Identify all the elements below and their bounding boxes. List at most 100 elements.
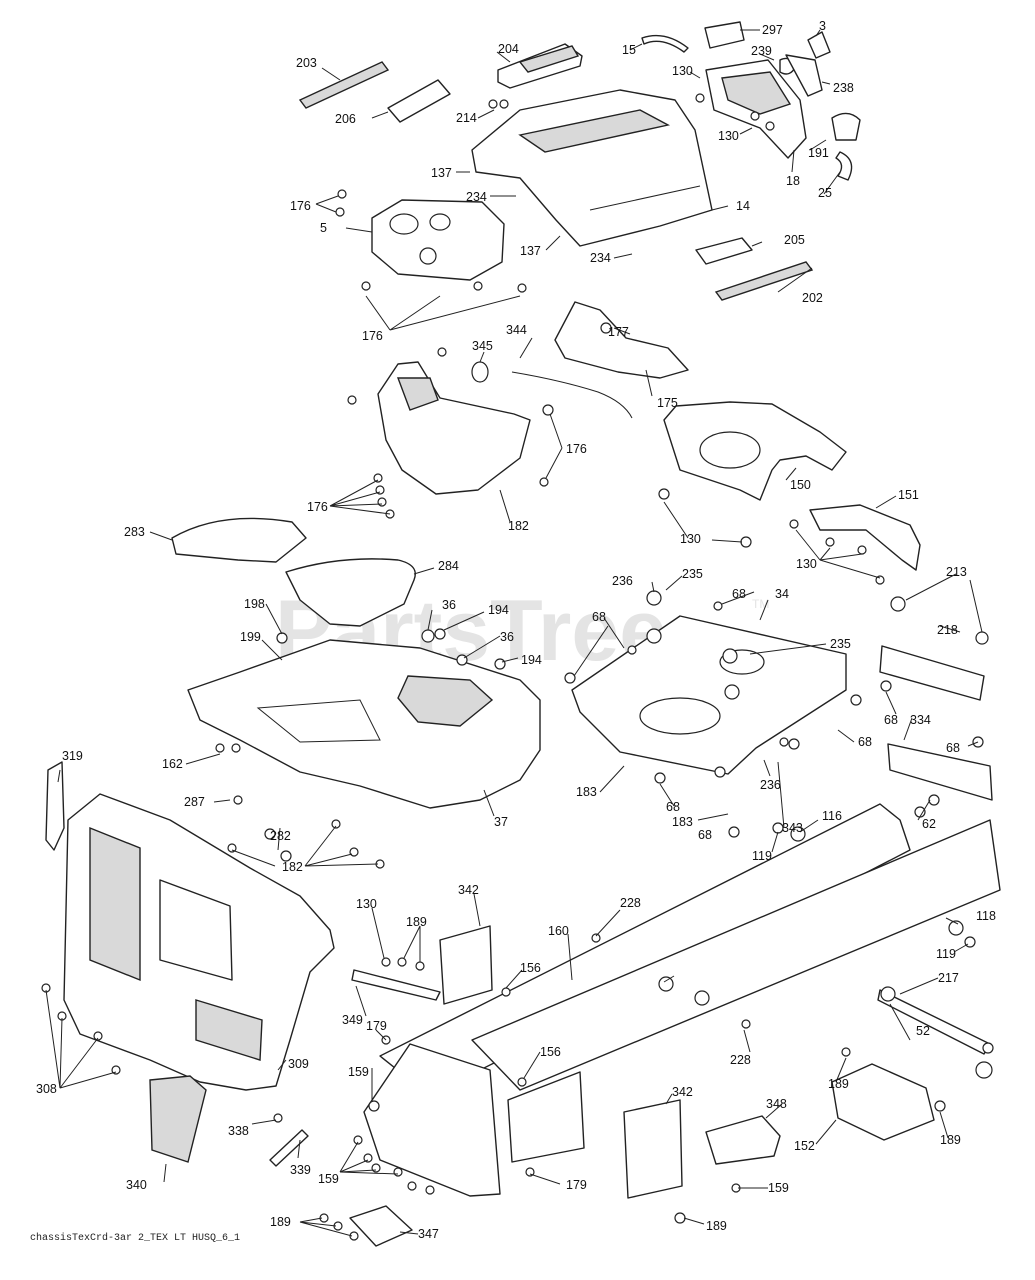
callout-label: 152 xyxy=(794,1139,815,1153)
callout-label: 182 xyxy=(508,519,529,533)
callout-label: 151 xyxy=(898,488,919,502)
callout-label: 176 xyxy=(290,199,311,213)
callout-label: 179 xyxy=(366,1019,387,1033)
callout-label: 156 xyxy=(520,961,541,975)
callout-label: 236 xyxy=(760,778,781,792)
callout-label: 189 xyxy=(270,1215,291,1229)
callout-label: 234 xyxy=(590,251,611,265)
callout-label: 228 xyxy=(730,1053,751,1067)
callout-label: 183 xyxy=(576,785,597,799)
callout-label: 130 xyxy=(680,532,701,546)
callout-label: 228 xyxy=(620,896,641,910)
callout-label: 62 xyxy=(922,817,936,831)
callout-label: 213 xyxy=(946,565,967,579)
callout-label: 348 xyxy=(766,1097,787,1111)
callout-label: 199 xyxy=(240,630,261,644)
callout-label: 297 xyxy=(762,23,783,37)
callout-label: 118 xyxy=(976,909,996,923)
callout-label: 234 xyxy=(466,190,487,204)
callout-label: 204 xyxy=(498,42,519,56)
callout-label: 342 xyxy=(672,1085,693,1099)
callout-label: 14 xyxy=(736,199,750,213)
callout-label: 349 xyxy=(342,1013,363,1027)
callout-label: 159 xyxy=(348,1065,369,1079)
callout-label: 338 xyxy=(228,1124,249,1138)
callout-label: 68 xyxy=(666,800,680,814)
callout-label: 283 xyxy=(124,525,145,539)
callout-label: 37 xyxy=(494,815,508,829)
callout-label: 68 xyxy=(946,741,960,755)
callout-label: 137 xyxy=(431,166,452,180)
callout-label: 191 xyxy=(808,146,829,160)
callout-label: 239 xyxy=(751,44,772,58)
callout-label: 18 xyxy=(786,174,800,188)
callout-label: 116 xyxy=(822,809,842,823)
callout-label: 182 xyxy=(282,860,303,874)
callout-label: 238 xyxy=(833,81,854,95)
callout-label: 284 xyxy=(438,559,459,573)
callout-label: 176 xyxy=(362,329,383,343)
callout-label: 68 xyxy=(592,610,606,624)
callout-label: 235 xyxy=(830,637,851,651)
callout-label: 214 xyxy=(456,111,477,125)
callout-label: 339 xyxy=(290,1163,311,1177)
callout-label: 159 xyxy=(318,1172,339,1186)
callout-label: 344 xyxy=(506,323,527,337)
callout-label: 137 xyxy=(520,244,541,258)
callout-label: 334 xyxy=(910,713,931,727)
callout-label: 25 xyxy=(818,186,832,200)
callout-label: 198 xyxy=(244,597,265,611)
callout-label: 36 xyxy=(442,598,456,612)
callout-label: 217 xyxy=(938,971,959,985)
callout-label: 319 xyxy=(62,749,83,763)
callout-label: 236 xyxy=(612,574,633,588)
callout-label: 119 xyxy=(936,947,956,961)
callout-label: 189 xyxy=(940,1133,961,1147)
callout-label: 189 xyxy=(706,1219,727,1233)
callout-label: 345 xyxy=(472,339,493,353)
callout-label: 130 xyxy=(672,64,693,78)
leader-lines xyxy=(45,29,983,1237)
callout-label: 309 xyxy=(288,1057,309,1071)
callout-label: 68 xyxy=(884,713,898,727)
callout-label: 159 xyxy=(768,1181,789,1195)
callout-label: 162 xyxy=(162,757,183,771)
callout-label: 308 xyxy=(36,1082,57,1096)
callout-label: 176 xyxy=(307,500,328,514)
callout-label: 194 xyxy=(488,603,509,617)
callout-label: 150 xyxy=(790,478,811,492)
callout-label: 183 xyxy=(672,815,693,829)
callout-label: 194 xyxy=(521,653,542,667)
callout-label: 160 xyxy=(548,924,569,938)
callout-label: 156 xyxy=(540,1045,561,1059)
callout-label: 179 xyxy=(566,1178,587,1192)
callout-label: 5 xyxy=(320,221,327,235)
callout-label: 130 xyxy=(718,129,739,143)
footer-code: chassisTexCrd-3ar 2_TEX LT HUSQ_6_1 xyxy=(30,1232,240,1244)
callout-label: 34 xyxy=(775,587,789,601)
callout-label: 177 xyxy=(608,325,629,339)
callout-label: 176 xyxy=(566,442,587,456)
callout-label: 130 xyxy=(356,897,377,911)
callout-label: 235 xyxy=(682,567,703,581)
callout-label: 202 xyxy=(802,291,823,305)
callout-label: 36 xyxy=(500,630,514,644)
callout-label: 189 xyxy=(406,915,427,929)
callout-label: 205 xyxy=(784,233,805,247)
callout-label: 68 xyxy=(858,735,872,749)
callout-label: 287 xyxy=(184,795,205,809)
callout-label: 206 xyxy=(335,112,356,126)
callout-label: 3 xyxy=(819,19,826,33)
callout-labels: 203 204 297 3 15 239 238 130 206 214 130… xyxy=(36,19,996,1241)
callout-label: 175 xyxy=(657,396,678,410)
callout-label: 15 xyxy=(622,43,636,57)
callout-label: 218 xyxy=(937,623,958,637)
callout-label: 340 xyxy=(126,1178,147,1192)
callout-label: 342 xyxy=(458,883,479,897)
callout-label: 203 xyxy=(296,56,317,70)
callout-label: 68 xyxy=(698,828,712,842)
callout-label: 130 xyxy=(796,557,817,571)
callout-label: 189 xyxy=(828,1077,849,1091)
part-outlines xyxy=(45,21,1001,1247)
